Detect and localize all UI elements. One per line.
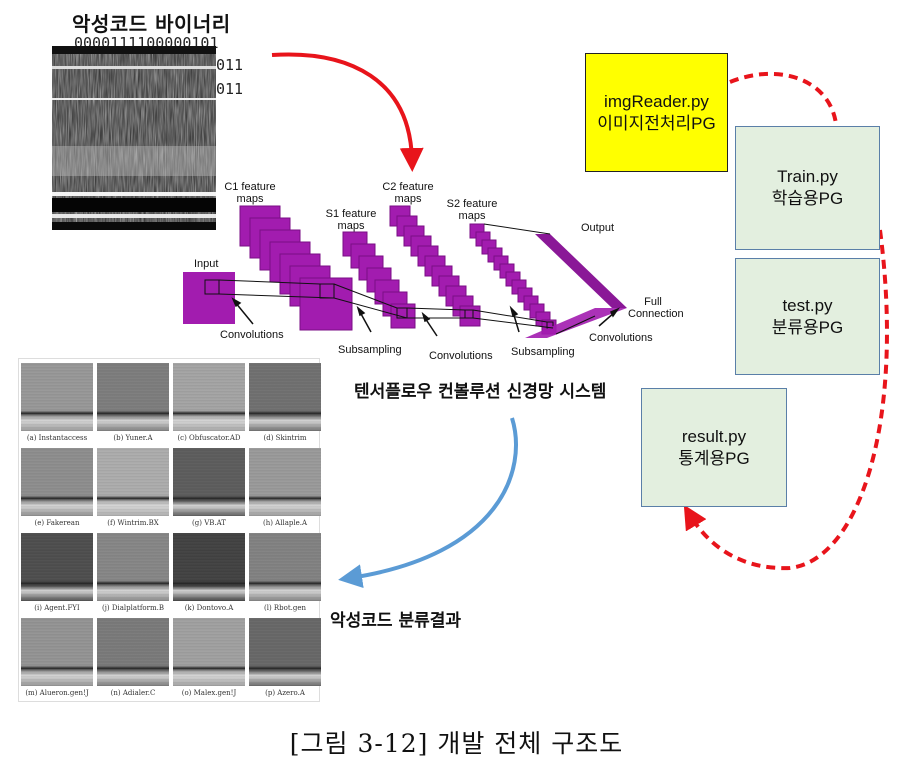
results-caption: 악성코드 분류결과	[330, 606, 461, 631]
cnn-label-output: Output	[581, 222, 614, 234]
malware-sample-cell: (d) Skintrim	[249, 363, 321, 445]
malware-sample-label: (b) Yuner.A	[97, 431, 169, 445]
malware-sample-cell: (e) Fakerean	[21, 448, 93, 530]
imgreader-name: imgReader.py	[604, 91, 709, 113]
malware-sample-cell: (a) Instantaccess	[21, 363, 93, 445]
malware-sample-label: (d) Skintrim	[249, 431, 321, 445]
malware-sample-image	[97, 533, 169, 601]
malware-sample-label: (e) Fakerean	[21, 516, 93, 530]
malware-sample-label: (c) Obfuscator.AD	[173, 431, 245, 445]
train-desc: 학습용PG	[772, 188, 843, 210]
cnn-output-layer	[535, 234, 627, 308]
malware-sample-cell: (o) Malex.gen!J	[173, 618, 245, 700]
malware-sample-image	[173, 448, 245, 516]
cnn-label-s2: S2 feature maps	[442, 198, 502, 222]
cnn-label-convolutions-1: Convolutions	[220, 329, 284, 341]
arrow-imgreader-to-train	[730, 74, 836, 124]
malware-sample-cell: (b) Yuner.A	[97, 363, 169, 445]
imgreader-program-box: imgReader.py 이미지전처리PG	[585, 53, 728, 172]
test-desc: 분류용PG	[772, 317, 843, 339]
malware-sample-cell: (i) Agent.FYI	[21, 533, 93, 615]
malware-sample-image	[21, 448, 93, 516]
malware-sample-cell: (j) Dialplatform.B	[97, 533, 169, 615]
malware-sample-label: (i) Agent.FYI	[21, 601, 93, 615]
cnn-label-input: Input	[194, 258, 218, 270]
cnn-label-c2: C2 feature maps	[378, 181, 438, 205]
malware-sample-label: (h) Allaple.A	[249, 516, 321, 530]
result-name: result.py	[682, 426, 746, 448]
malware-sample-image	[97, 618, 169, 686]
malware-sample-cell: (c) Obfuscator.AD	[173, 363, 245, 445]
malware-sample-label: (a) Instantaccess	[21, 431, 93, 445]
malware-sample-label: (j) Dialplatform.B	[97, 601, 169, 615]
malware-sample-image	[249, 618, 321, 686]
malware-sample-image	[21, 533, 93, 601]
malware-sample-label: (n) Adialer.C	[97, 686, 169, 700]
malware-sample-label: (f) Wintrim.BX	[97, 516, 169, 530]
malware-sample-image	[97, 448, 169, 516]
imgreader-desc: 이미지전처리PG	[597, 113, 715, 135]
malware-sample-image	[173, 363, 245, 431]
malware-sample-image	[173, 533, 245, 601]
test-program-box: test.py 분류용PG	[735, 258, 880, 375]
malware-sample-label: (g) VB.AT	[173, 516, 245, 530]
figure-caption: [그림 3-12] 개발 전체 구조도	[0, 724, 913, 760]
cnn-label-convolutions-3: Convolutions	[589, 332, 653, 344]
cnn-label-c1: C1 feature maps	[220, 181, 280, 205]
malware-sample-cell: (p) Azero.A	[249, 618, 321, 700]
malware-sample-image	[21, 618, 93, 686]
malware-sample-label: (m) Alueron.gen!J	[21, 686, 93, 700]
arrow-binary-to-cnn	[272, 54, 412, 160]
cnn-label-convolutions-2: Convolutions	[429, 350, 493, 362]
malware-sample-cell: (l) Rbot.gen	[249, 533, 321, 615]
arrow-cnn-to-results	[350, 418, 516, 578]
malware-sample-cell: (h) Allaple.A	[249, 448, 321, 530]
malware-sample-label: (o) Malex.gen!J	[173, 686, 245, 700]
malware-sample-label: (p) Azero.A	[249, 686, 321, 700]
cnn-label-subsampling-1: Subsampling	[338, 344, 402, 356]
result-desc: 통계용PG	[678, 448, 749, 470]
malware-sample-cell: (m) Alueron.gen!J	[21, 618, 93, 700]
classification-results-grid: (a) Instantaccess (b) Yuner.A (c) Obfuscat…	[18, 358, 320, 702]
malware-sample-cell: (f) Wintrim.BX	[97, 448, 169, 530]
malware-sample-image	[21, 363, 93, 431]
malware-sample-cell: (n) Adialer.C	[97, 618, 169, 700]
cnn-label-subsampling-2: Subsampling	[511, 346, 575, 358]
malware-sample-image	[97, 363, 169, 431]
malware-sample-label: (k) Dontovo.A	[173, 601, 245, 615]
cnn-label-full-connection: Full Connection	[628, 296, 678, 320]
malware-sample-image	[249, 448, 321, 516]
cnn-label-s1: S1 feature maps	[322, 208, 380, 232]
result-program-box: result.py 통계용PG	[641, 388, 787, 507]
malware-sample-cell: (g) VB.AT	[173, 448, 245, 530]
test-name: test.py	[782, 295, 832, 317]
train-name: Train.py	[777, 166, 838, 188]
malware-sample-image	[249, 363, 321, 431]
malware-sample-cell: (k) Dontovo.A	[173, 533, 245, 615]
cnn-caption: 텐서플로우 컨볼루션 신경망 시스템	[354, 377, 606, 402]
train-program-box: Train.py 학습용PG	[735, 126, 880, 250]
malware-sample-image	[249, 533, 321, 601]
malware-sample-image	[173, 618, 245, 686]
malware-sample-label: (l) Rbot.gen	[249, 601, 321, 615]
